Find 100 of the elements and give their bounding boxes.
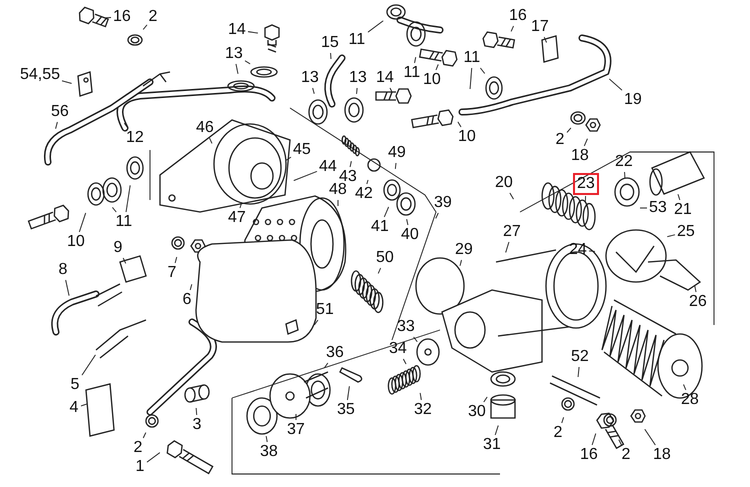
- leader-line: [366, 180, 368, 184]
- leader-line: [124, 122, 128, 128]
- leader-line: [494, 425, 499, 436]
- callout-number: 32: [413, 401, 433, 419]
- callout-number: 10: [457, 128, 477, 146]
- leader-line: [346, 386, 350, 400]
- callout-number: 11: [402, 64, 422, 82]
- callout-number: 2: [620, 446, 632, 464]
- leader-line: [126, 184, 131, 212]
- callout-number: 53: [648, 199, 668, 217]
- callout-number: 10: [66, 233, 86, 251]
- leader-line: [618, 439, 622, 446]
- leader-line: [142, 432, 146, 438]
- callout-number: 15: [320, 34, 340, 52]
- leader-line: [65, 280, 70, 296]
- leader-line: [644, 428, 656, 446]
- leader-line: [584, 196, 586, 202]
- callout-number: 21: [673, 201, 693, 219]
- callout-number: 2: [148, 8, 158, 26]
- callout-number: 16: [579, 446, 599, 464]
- callout-number: 34: [388, 340, 408, 358]
- callout-number: 8: [58, 261, 68, 279]
- callout-number: 45: [292, 141, 312, 159]
- leader-line: [588, 250, 596, 252]
- leader-line: [694, 286, 696, 292]
- leader-line: [435, 212, 439, 219]
- callout-number: 10: [422, 71, 442, 89]
- leader-line: [436, 64, 439, 70]
- callout-number: 56: [50, 103, 70, 121]
- leader-line: [566, 127, 572, 133]
- leader-line: [293, 170, 318, 182]
- callout-number: 28: [680, 391, 700, 409]
- callout-number: 19: [623, 91, 643, 109]
- callout-number: 17: [530, 18, 550, 36]
- leader-line: [505, 242, 510, 253]
- leader-line: [470, 68, 472, 90]
- leader-line: [190, 284, 192, 290]
- callout-number: 3: [192, 416, 202, 434]
- leader-line: [122, 258, 126, 264]
- callout-number: 14: [227, 21, 247, 39]
- callout-number: 38: [259, 443, 279, 461]
- leader-line: [592, 433, 596, 446]
- leader-line: [248, 31, 258, 34]
- callout-number: 2: [554, 131, 566, 149]
- leader-line: [356, 88, 358, 94]
- callout-number: 31: [482, 436, 502, 454]
- leader-line: [78, 212, 86, 232]
- callout-number: 26: [688, 293, 708, 311]
- leader-line: [402, 358, 406, 364]
- callout-number: 22: [614, 153, 634, 171]
- leader-line: [196, 408, 198, 416]
- leader-line: [510, 26, 514, 32]
- callout-number: 48: [328, 181, 348, 199]
- callout-number: 39: [433, 194, 453, 212]
- leader-line: [406, 218, 408, 226]
- leader-line: [244, 60, 251, 64]
- leader-line: [55, 122, 58, 130]
- leader-line: [414, 56, 416, 64]
- leader-line: [378, 268, 382, 274]
- leader-line: [420, 392, 422, 400]
- callout-number: 52: [570, 348, 590, 366]
- callout-number: 4: [68, 399, 80, 417]
- leader-line: [104, 17, 112, 18]
- callout-number: 7: [166, 264, 178, 282]
- callout-number: 49: [387, 144, 407, 162]
- leader-line: [578, 366, 580, 378]
- leader-line: [544, 36, 547, 43]
- leader-line: [174, 256, 178, 264]
- callout-number: 11: [114, 213, 134, 231]
- callout-number: 14: [375, 69, 395, 87]
- callout-number: 11: [462, 49, 482, 67]
- leader-line: [608, 78, 622, 91]
- callout-number: 35: [336, 401, 356, 419]
- callout-number: 25: [676, 223, 696, 241]
- leader-line: [142, 24, 148, 30]
- leader-line: [460, 260, 462, 266]
- leader-line: [413, 336, 418, 342]
- callout-number: 18: [652, 446, 672, 464]
- callout-number: 9: [112, 239, 124, 257]
- leader-line: [82, 354, 96, 376]
- callout-number: 36: [325, 344, 345, 362]
- leader-line: [350, 160, 352, 168]
- callout-number: 27: [502, 223, 522, 241]
- callout-number: 30: [467, 403, 487, 421]
- leader-line: [146, 452, 160, 463]
- callout-number: 13: [348, 69, 368, 87]
- callout-number: 20: [494, 174, 514, 192]
- callout-number: 23: [573, 173, 599, 195]
- leader-line: [368, 20, 384, 33]
- leader-line: [683, 384, 686, 390]
- leader-line: [457, 121, 462, 128]
- callout-number: 16: [112, 8, 132, 26]
- callout-number: 44: [318, 158, 338, 176]
- leader-line: [112, 206, 117, 212]
- leader-line: [236, 64, 238, 74]
- leader-line: [394, 162, 396, 170]
- leader-line: [62, 80, 72, 84]
- callout-number: 11: [348, 31, 366, 49]
- callout-number: 41: [370, 218, 390, 236]
- callout-number: 16: [508, 7, 528, 25]
